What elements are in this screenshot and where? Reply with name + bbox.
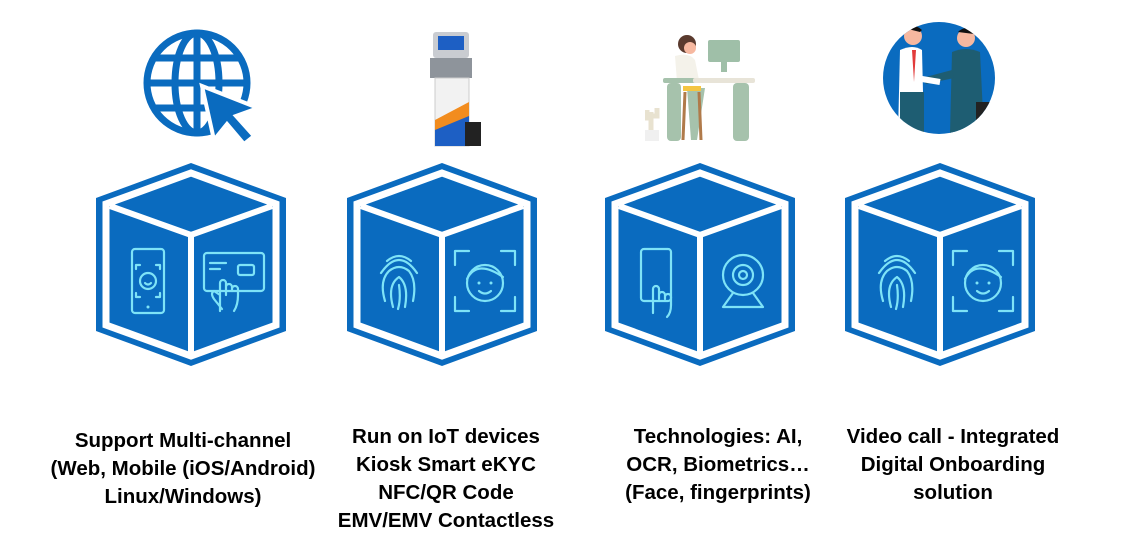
caption-line: Digital Onboarding — [860, 453, 1046, 476]
cube-graphic — [605, 163, 795, 366]
caption-line: Technologies: AI, — [633, 425, 803, 448]
person-at-desk-icon — [645, 35, 755, 141]
face-scan-icon — [951, 249, 1015, 313]
caption-line: Linux/Windows) — [104, 485, 262, 508]
caption-line: Run on IoT devices — [352, 425, 540, 448]
webcam-icon — [721, 253, 765, 309]
phone-touch-icon — [639, 247, 673, 319]
cube-multichannel — [96, 163, 286, 366]
cube-iot — [347, 163, 537, 366]
globe-cursor-icon — [143, 29, 264, 146]
caption-line: (Web, Mobile (iOS/Android) — [50, 457, 316, 480]
caption-line: Video call - Integrated — [846, 425, 1060, 448]
caption-line: solution — [913, 481, 993, 504]
cube-graphic — [347, 163, 537, 366]
caption-line: Support Multi-channel — [74, 429, 292, 452]
feature-caption-technologies: Technologies: AI, OCR, Biometrics… (Face… — [548, 423, 888, 507]
feature-caption-multichannel: Support Multi-channel (Web, Mobile (iOS/… — [13, 427, 353, 511]
cube-videocall — [845, 163, 1035, 366]
handshake-icon — [883, 22, 995, 134]
caption-line: (Face, fingerprints) — [625, 481, 811, 504]
caption-line: EMV/EMV Contactless — [337, 509, 555, 532]
touch-screen-icon — [202, 251, 266, 313]
face-scan-icon — [453, 249, 517, 313]
cube-graphic — [96, 163, 286, 366]
cube-technologies — [605, 163, 795, 366]
caption-line: Kiosk Smart eKYC — [355, 453, 536, 476]
cube-graphic — [845, 163, 1035, 366]
caption-line: NFC/QR Code — [378, 481, 514, 504]
caption-line: OCR, Biometrics… — [626, 453, 810, 476]
phone-face-id-icon — [130, 247, 166, 315]
fingerprint-icon — [877, 254, 917, 311]
feature-caption-videocall: Video call - Integrated Digital Onboardi… — [783, 423, 1123, 507]
kiosk-icon — [430, 32, 481, 147]
fingerprint-icon — [379, 254, 419, 311]
feature-caption-iot: Run on IoT devices Kiosk Smart eKYC NFC/… — [276, 423, 616, 535]
